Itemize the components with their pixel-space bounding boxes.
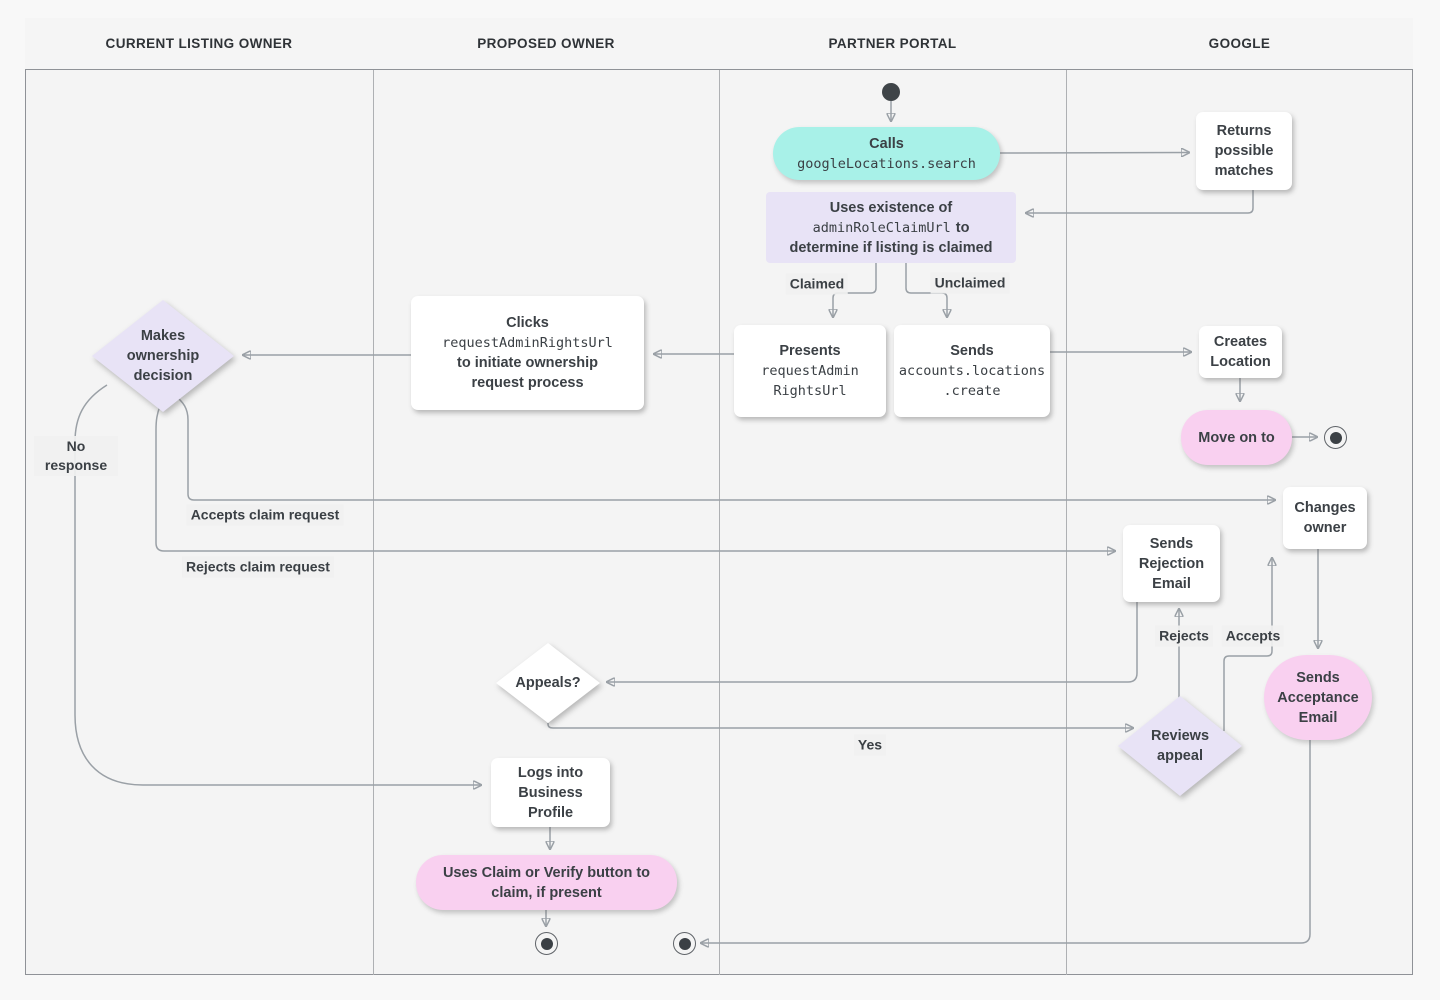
node-label: Makes ownership decision	[126, 328, 200, 384]
lane-divider-1	[373, 18, 374, 975]
node-label: Uses Claim or Verify button to claim, if…	[442, 864, 651, 901]
node-creates-location: Creates Location	[1199, 326, 1282, 378]
node-title: Calls	[869, 135, 904, 152]
node-label: Appeals?	[515, 675, 581, 691]
node-code: requestAdminRightsUrl	[442, 335, 613, 351]
node-makes-ownership-decision: Makes ownership decision	[92, 300, 234, 412]
end-node-acceptance	[673, 932, 696, 955]
label-unclaimed: Unclaimed	[930, 272, 1010, 294]
end-node-inner-dot	[540, 937, 553, 950]
node-code: googleLocations.search	[797, 155, 976, 172]
lane-title-google: GOOGLE	[1208, 36, 1271, 51]
label-rejects: Rejects	[1155, 625, 1213, 647]
node-uses-claim-or-verify-button: Uses Claim or Verify button to claim, if…	[416, 855, 677, 910]
node-reviews-appeal: Reviews appeal	[1118, 696, 1242, 796]
node-label: Move on to	[1198, 429, 1275, 446]
node-changes-owner: Changes owner	[1283, 487, 1367, 549]
node-label: Changes owner	[1294, 500, 1356, 536]
node-label: Creates Location	[1210, 334, 1271, 370]
node-code-line1: accounts.locations	[898, 363, 1046, 379]
label-rejects-claim-request: Rejects claim request	[182, 556, 334, 578]
node-line1: Uses existence of	[829, 199, 953, 216]
label-accepts-claim-request: Accepts claim request	[186, 504, 344, 526]
end-node-inner-dot	[1329, 431, 1342, 444]
start-node	[882, 83, 900, 101]
node-sends-acceptance-email: Sends Acceptance Email	[1264, 655, 1372, 740]
node-label: Reviews appeal	[1150, 728, 1210, 764]
lane-title-proposed-owner: PROPOSED OWNER	[477, 36, 615, 51]
label-claimed: Claimed	[785, 273, 849, 295]
node-calls-googlelocations-search: Calls googleLocations.search	[773, 127, 1000, 180]
node-title: Presents	[779, 343, 841, 359]
node-clicks-requestadminrightsurl: Clicks requestAdminRightsUrl to initiate…	[411, 296, 644, 410]
node-title: Sends	[950, 343, 994, 359]
lane-title-current-listing-owner: CURRENT LISTING OWNER	[105, 36, 293, 51]
label-yes: Yes	[853, 734, 887, 756]
node-label: Returns possible matches	[1214, 123, 1274, 179]
node-line2-tail: to	[955, 219, 970, 236]
end-node-moveon	[1324, 426, 1347, 449]
end-node-claim	[535, 932, 558, 955]
node-code-line1: requestAdmin	[761, 363, 859, 379]
lane-divider-3	[1066, 18, 1067, 975]
lane-divider-2	[719, 18, 720, 975]
decision-diamond-shape: Makes ownership decision	[92, 300, 234, 412]
node-label: Sends Rejection Email	[1138, 535, 1205, 592]
node-sends-rejection-email: Sends Rejection Email	[1123, 525, 1220, 602]
decision-diamond-shape: Appeals?	[496, 643, 600, 723]
node-line3: determine if listing is claimed	[789, 239, 993, 256]
node-appeals-decision: Appeals?	[496, 643, 600, 723]
label-no-response: No response	[34, 436, 118, 476]
lane-header-row: CURRENT LISTING OWNER PROPOSED OWNER PAR…	[25, 18, 1413, 70]
node-logs-into-business-profile: Logs into Business Profile	[491, 758, 610, 827]
node-presents-requestadminrightsurl: Presents requestAdmin RightsUrl	[734, 325, 886, 417]
end-node-inner-dot	[678, 937, 691, 950]
node-move-on-to: Move on to	[1181, 410, 1292, 465]
node-line2: to initiate ownership	[457, 355, 598, 371]
label-accepts: Accepts	[1221, 625, 1285, 647]
node-returns-possible-matches: Returns possible matches	[1196, 112, 1292, 190]
node-line3: request process	[471, 375, 584, 391]
node-code: adminRoleClaimUrl	[812, 219, 951, 236]
node-label: Logs into Business Profile	[517, 764, 584, 821]
node-title: Clicks	[506, 315, 549, 331]
node-code-line2: .create	[943, 383, 1001, 399]
decision-diamond-shape: Reviews appeal	[1118, 696, 1242, 796]
node-code-line2: RightsUrl	[773, 383, 847, 399]
lane-title-partner-portal: PARTNER PORTAL	[828, 36, 957, 51]
node-sends-accounts-locations-create: Sends accounts.locations .create	[894, 325, 1050, 417]
node-label: Sends Acceptance Email	[1277, 669, 1359, 726]
